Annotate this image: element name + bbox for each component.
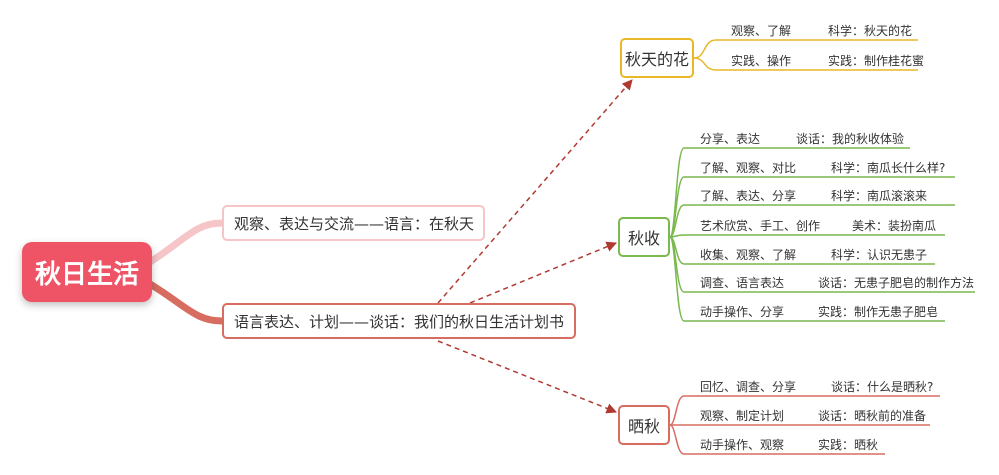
topic-sun-drying[interactable]: 晒秋 (618, 405, 670, 445)
connector-root-branch-1 (146, 219, 226, 266)
root-node[interactable]: 秋日生活 (22, 242, 152, 302)
leaf-activity[interactable]: 科学：秋天的花 (828, 24, 913, 38)
leaf-line-t3-2 (669, 424, 885, 455)
branch-autumn-plan-talk[interactable]: 语言表达、计划——谈话：我们的秋日生活计划书 (222, 303, 576, 339)
branch-language-autumn[interactable]: 观察、表达与交流——语言：在秋天 (222, 205, 485, 241)
leaf-skill: 动手操作、分享 (700, 305, 785, 319)
leaf-line-t3-0 (669, 395, 940, 426)
leaf-skill: 回忆、调查、分享 (700, 380, 797, 394)
connector-root-branch-2 (146, 280, 226, 325)
leaf-activity[interactable]: 实践：制作桂花蜜 (828, 54, 925, 68)
leaf-activity[interactable]: 谈话：我的秋收体验 (796, 132, 905, 146)
leaf-skill: 实践、操作 (731, 54, 792, 68)
leaf-skill: 收集、观察、了解 (700, 248, 797, 262)
leaf-skill: 了解、观察、对比 (700, 161, 797, 175)
arrow-to-topic-autumn-flowers (437, 79, 633, 304)
leaf-line-t2-2 (669, 204, 955, 238)
leaf-line-t2-3 (669, 234, 945, 238)
topic-autumn-flowers[interactable]: 秋天的花 (620, 38, 694, 78)
leaf-skill: 观察、了解 (731, 24, 792, 38)
leaf-activity[interactable]: 谈话：什么是晒秋? (831, 380, 934, 394)
leaf-skill: 艺术欣赏、手工、创作 (700, 219, 821, 233)
leaf-activity[interactable]: 科学：认识无患子 (831, 248, 928, 262)
leaf-activity[interactable]: 实践：制作无患子肥皂 (818, 305, 939, 319)
leaf-activity[interactable]: 美术：装扮南瓜 (852, 219, 937, 233)
leaf-activity[interactable]: 科学：南瓜滚滚来 (831, 189, 928, 203)
leaf-activity[interactable]: 科学：南瓜长什么样? (831, 161, 946, 175)
leaf-activity[interactable]: 谈话：晒秋前的准备 (818, 409, 927, 423)
topic-autumn-harvest[interactable]: 秋收 (618, 217, 670, 257)
leaf-skill: 调查、语言表达 (700, 276, 785, 290)
leaf-skill: 观察、制定计划 (700, 409, 785, 423)
leaf-line-t1-0 (693, 39, 918, 59)
leaf-skill: 分享、表达 (700, 132, 761, 146)
leaf-skill: 动手操作、观察 (700, 438, 785, 452)
arrow-to-topic-harvest (469, 241, 617, 304)
leaf-activity[interactable]: 实践：晒秋 (818, 438, 879, 452)
leaf-line-t1-1 (693, 57, 918, 71)
leaf-line-t2-6 (669, 236, 945, 322)
leaf-activity[interactable]: 谈话：无患子肥皂的制作方法 (818, 276, 975, 290)
leaf-skill: 了解、表达、分享 (700, 189, 797, 203)
arrow-to-topic-sun-drying (437, 340, 617, 414)
